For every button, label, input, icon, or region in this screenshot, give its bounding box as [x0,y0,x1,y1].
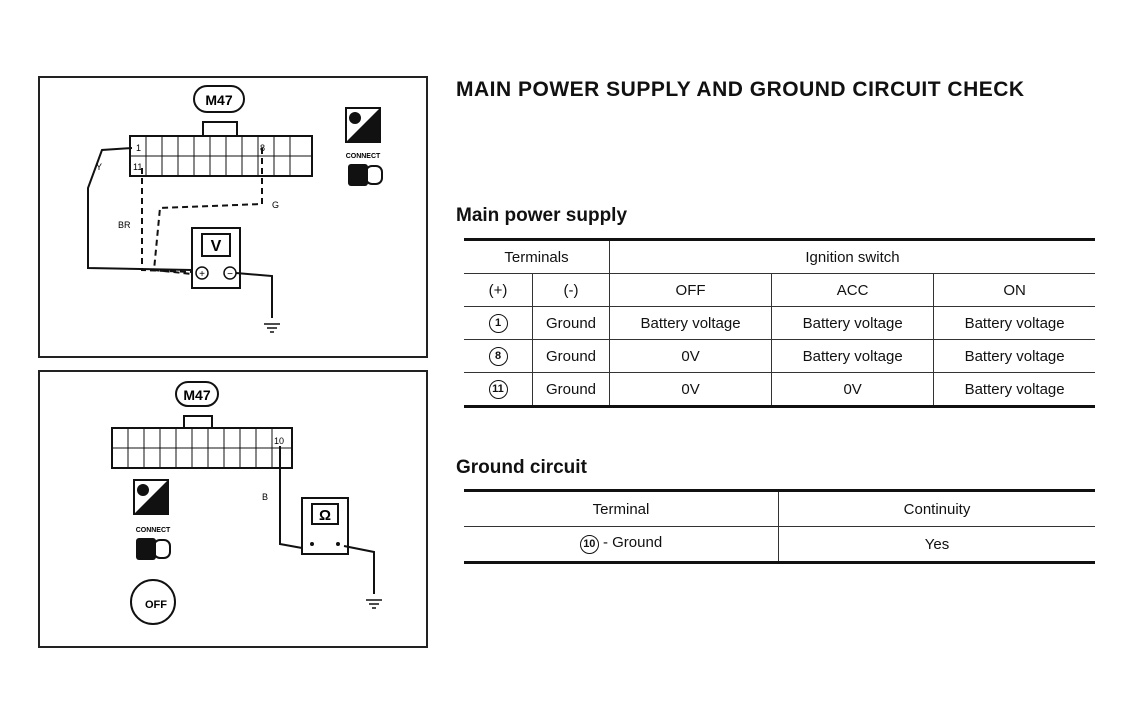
continuity-check-diagram: M47 10 B Ω CONNECT OFF [38,370,428,648]
connect-plug-icon-2 [136,538,156,560]
on-header: ON [933,273,1095,307]
connector-label-box [193,85,245,113]
wire-g [152,148,263,275]
table-cell: 0V [609,372,773,407]
wire-b [279,446,303,549]
table-cell: Battery voltage [933,306,1095,340]
ground-wire-2 [343,545,375,594]
ground-terminal-cell: 10 - Ground [464,526,779,563]
terminal-number: 8 [488,347,508,366]
table-row: 11 Ground 0V 0V Battery voltage [464,372,1095,407]
ignition-switch-header: Ignition switch [609,239,1095,274]
table-cell: 0V [771,372,935,407]
connect-plug-icon [348,164,368,186]
key-off-label: OFF [145,599,167,611]
continuity-value: Yes [924,535,950,553]
terminal-number: 1 [488,314,508,333]
table-cell: Battery voltage [771,306,935,340]
ground-symbol-icon [264,323,280,333]
table-cell: Battery voltage [933,339,1095,373]
acc-header: ACC [771,273,935,307]
ground-circuit-heading: Ground circuit [456,457,587,478]
voltmeter-body [191,227,241,289]
terminals-header: Terminals [464,239,610,274]
terminal-number: 11 [488,380,508,399]
off-header: OFF [609,273,773,307]
voltmeter-symbol: V [211,238,222,255]
continuity-check-illustration: M47 10 B Ω CONNECT OFF [111,381,382,625]
table-cell: Ground [532,339,610,373]
pin-1-label: 1 [136,143,141,153]
connect-label-1: CONNECT [346,153,381,160]
page-title: MAIN POWER SUPPLY AND GROUND CIRCUIT CHE… [456,78,1025,101]
ohmmeter-display [311,503,339,525]
main-power-table: Terminals Ignition switch (+) (-) OFF AC… [464,238,1095,408]
ohmmeter-body [301,497,349,555]
table-cell: 0V [609,339,773,373]
connector-latch-2 [183,415,213,429]
wire-y [87,147,193,271]
wire-br [141,168,193,273]
voltmeter-plus-label: + [199,269,205,280]
table-cell: Ground [532,306,610,340]
table-row: 10 - Ground Yes [464,526,1095,563]
main-power-heading: Main power supply [456,205,628,226]
pin-11-label: 11 [133,162,142,172]
terminal-suffix: - Ground [598,534,663,551]
wire-y-label: Y [96,162,102,172]
terminal-header: Terminal [464,490,779,527]
table-cell: Battery voltage [964,380,1065,398]
connector-label: M47 [205,92,232,108]
ground-wire [235,272,273,318]
voltmeter-minus-label: − [227,269,233,280]
minus-header: (-) [532,273,610,307]
connector-label-box-2 [175,381,219,407]
table-cell: Battery voltage [771,339,935,373]
ohmmeter-symbol: Ω [319,507,331,524]
connector-label-2: M47 [183,387,210,403]
table-row: 1 Ground Battery voltage Battery voltage… [464,306,1095,340]
connector-latch [202,121,238,137]
table-cell: Battery voltage [609,306,773,340]
connect-label-2: CONNECT [136,527,171,534]
voltage-check-illustration: M47 1 11 8 Y BR G V + − [87,85,383,333]
ground-symbol-icon-2 [366,599,382,609]
ignition-key-off-icon [130,579,176,625]
voltmeter-plus-terminal [195,266,209,280]
voltmeter-display [201,233,231,257]
plus-header: (+) [464,273,533,307]
ground-circuit-table: Terminal Continuity 10 - Ground Yes [464,489,1095,564]
terminal-number: 10 [579,535,599,554]
wire-br-label: BR [118,220,131,230]
voltage-check-diagram: M47 1 11 8 Y BR G V + − [38,76,428,358]
table-cell: Ground [532,372,610,407]
wire-b-label: B [262,492,268,502]
table-row: 8 Ground 0V Battery voltage Battery volt… [464,339,1095,373]
wire-g-label: G [272,200,279,210]
pin-10-label: 10 [274,436,284,446]
continuity-header: Continuity [778,490,1095,527]
